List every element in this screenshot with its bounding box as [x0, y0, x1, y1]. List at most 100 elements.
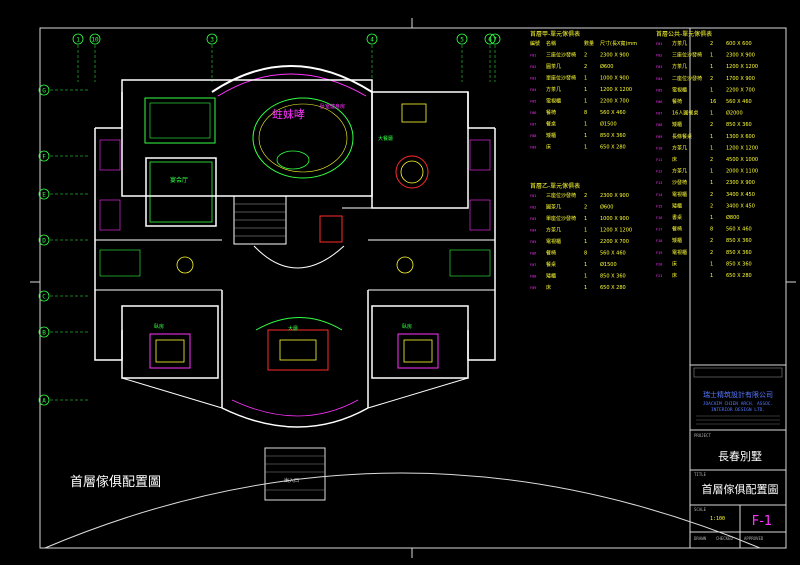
table-cell: Ø1500 [600, 121, 617, 128]
table-cell: 沙發椅 [672, 179, 687, 186]
table-cell: 2 [710, 76, 713, 82]
table-cell: 650 X 280 [600, 145, 626, 151]
table-cell: 1 [584, 216, 587, 222]
table-cell: F02 [530, 65, 536, 69]
table-cell: 方茶几 [546, 86, 561, 93]
table-cell: 1 [710, 111, 713, 117]
table-cell: 方茶几 [672, 63, 687, 70]
table-cell: 方茶几 [672, 40, 687, 47]
table-cell: 單座位沙發椅 [546, 75, 576, 82]
table-cell: F01 [530, 54, 536, 58]
grid-row-bubble [38, 150, 50, 162]
table-cell: F03 [530, 77, 536, 81]
grid-col-label: 7 [493, 37, 497, 44]
table-cell: F01 [530, 194, 536, 198]
table-cell: 560 X 460 [600, 110, 626, 116]
right-lounge-table [396, 256, 414, 274]
table-cell: 方茶几 [546, 227, 561, 234]
right-bedroom-label: 臥房 [402, 323, 412, 330]
table-cell: F16 [656, 216, 662, 220]
project-label: PROJECT [694, 433, 711, 438]
table-cell: 3400 X 450 [726, 192, 755, 198]
table-cell: 8 [584, 251, 587, 257]
table-cell: 矮櫃 [546, 273, 556, 280]
table-cell: F02 [530, 206, 536, 210]
table-cell: F09 [530, 146, 536, 150]
central-sofa-set [267, 329, 329, 371]
table-cell: F07 [530, 123, 536, 127]
table-cell: 1000 X 900 [600, 216, 629, 222]
table-cell: 1200 X 1200 [726, 64, 758, 70]
grid-col-label: 3 [210, 37, 214, 44]
table-cell: 餐桌 [546, 121, 556, 128]
table-cell: 1200 X 1200 [726, 145, 758, 151]
grid-col-bubble [456, 33, 468, 45]
table-title: 首層公共-單元傢俱表 [656, 30, 712, 38]
left-hall-label: 宴会厅 [170, 176, 188, 184]
grid-row-label: B [42, 330, 46, 337]
lift [319, 215, 343, 243]
table-cell: 1 [584, 87, 587, 93]
table-cell: Ø600 [600, 204, 613, 211]
table-cell: 1 [584, 228, 587, 234]
grid-row-label: F [42, 154, 46, 161]
table-cell: 1200 X 1200 [600, 228, 632, 234]
entrance-path [264, 447, 326, 501]
grid-row-label: G [42, 88, 46, 95]
table-cell: 矮櫃 [546, 132, 556, 139]
sheet-frame [30, 18, 796, 558]
table-cell: 2300 X 900 [726, 180, 755, 186]
table-cell: F04 [530, 88, 536, 92]
table-cell: 850 X 360 [600, 274, 626, 280]
table-header-cell: 數量 [584, 40, 594, 47]
table-cell: 2 [584, 205, 587, 211]
left-bedroom [121, 305, 219, 379]
grid-row-label: E [42, 192, 46, 199]
table-cell: 2 [584, 193, 587, 199]
table-cell: 餐椅 [546, 109, 556, 116]
table-cell: 三座位沙發椅 [672, 52, 702, 59]
table-cell: 1 [710, 87, 713, 93]
table-cell: 1 [710, 64, 713, 70]
table-cell: 850 X 360 [726, 250, 752, 256]
table-cell: 1 [710, 145, 713, 151]
left-hall [145, 157, 217, 227]
table-cell: 餐桌 [546, 261, 556, 268]
table-cell: F15 [656, 204, 662, 208]
table-header-cell: 名稱 [546, 40, 556, 47]
table-cell: 床 [672, 272, 677, 279]
grid-col-label: 5 [460, 37, 464, 44]
table-cell: 1300 X 600 [726, 134, 755, 140]
grid-row-label: C [42, 294, 46, 301]
right-bedroom [371, 305, 469, 379]
table-cell: 850 X 360 [726, 122, 752, 128]
table-cell: F20 [656, 262, 662, 266]
table-cell: 650 X 280 [726, 273, 752, 279]
table-cell: 2 [584, 53, 587, 59]
table-cell: 1 [710, 215, 713, 221]
table-cell: 矮櫃 [672, 121, 682, 128]
table-cell: 2300 X 900 [600, 193, 629, 199]
table-cell: F13 [656, 181, 662, 185]
table-cell: 1 [584, 239, 587, 245]
dining-label: 大餐廳 [378, 135, 393, 142]
table-cell: 圓茶几 [546, 204, 561, 211]
table-cell: 電視櫃 [672, 86, 687, 93]
entrance-label: 出入口 [284, 477, 299, 484]
table-cell: F09 [530, 286, 536, 290]
title-block: 瑞士精筑設計有限公司 JOACHIM CHIEN ARCH. ASSOC. IN… [693, 367, 783, 541]
